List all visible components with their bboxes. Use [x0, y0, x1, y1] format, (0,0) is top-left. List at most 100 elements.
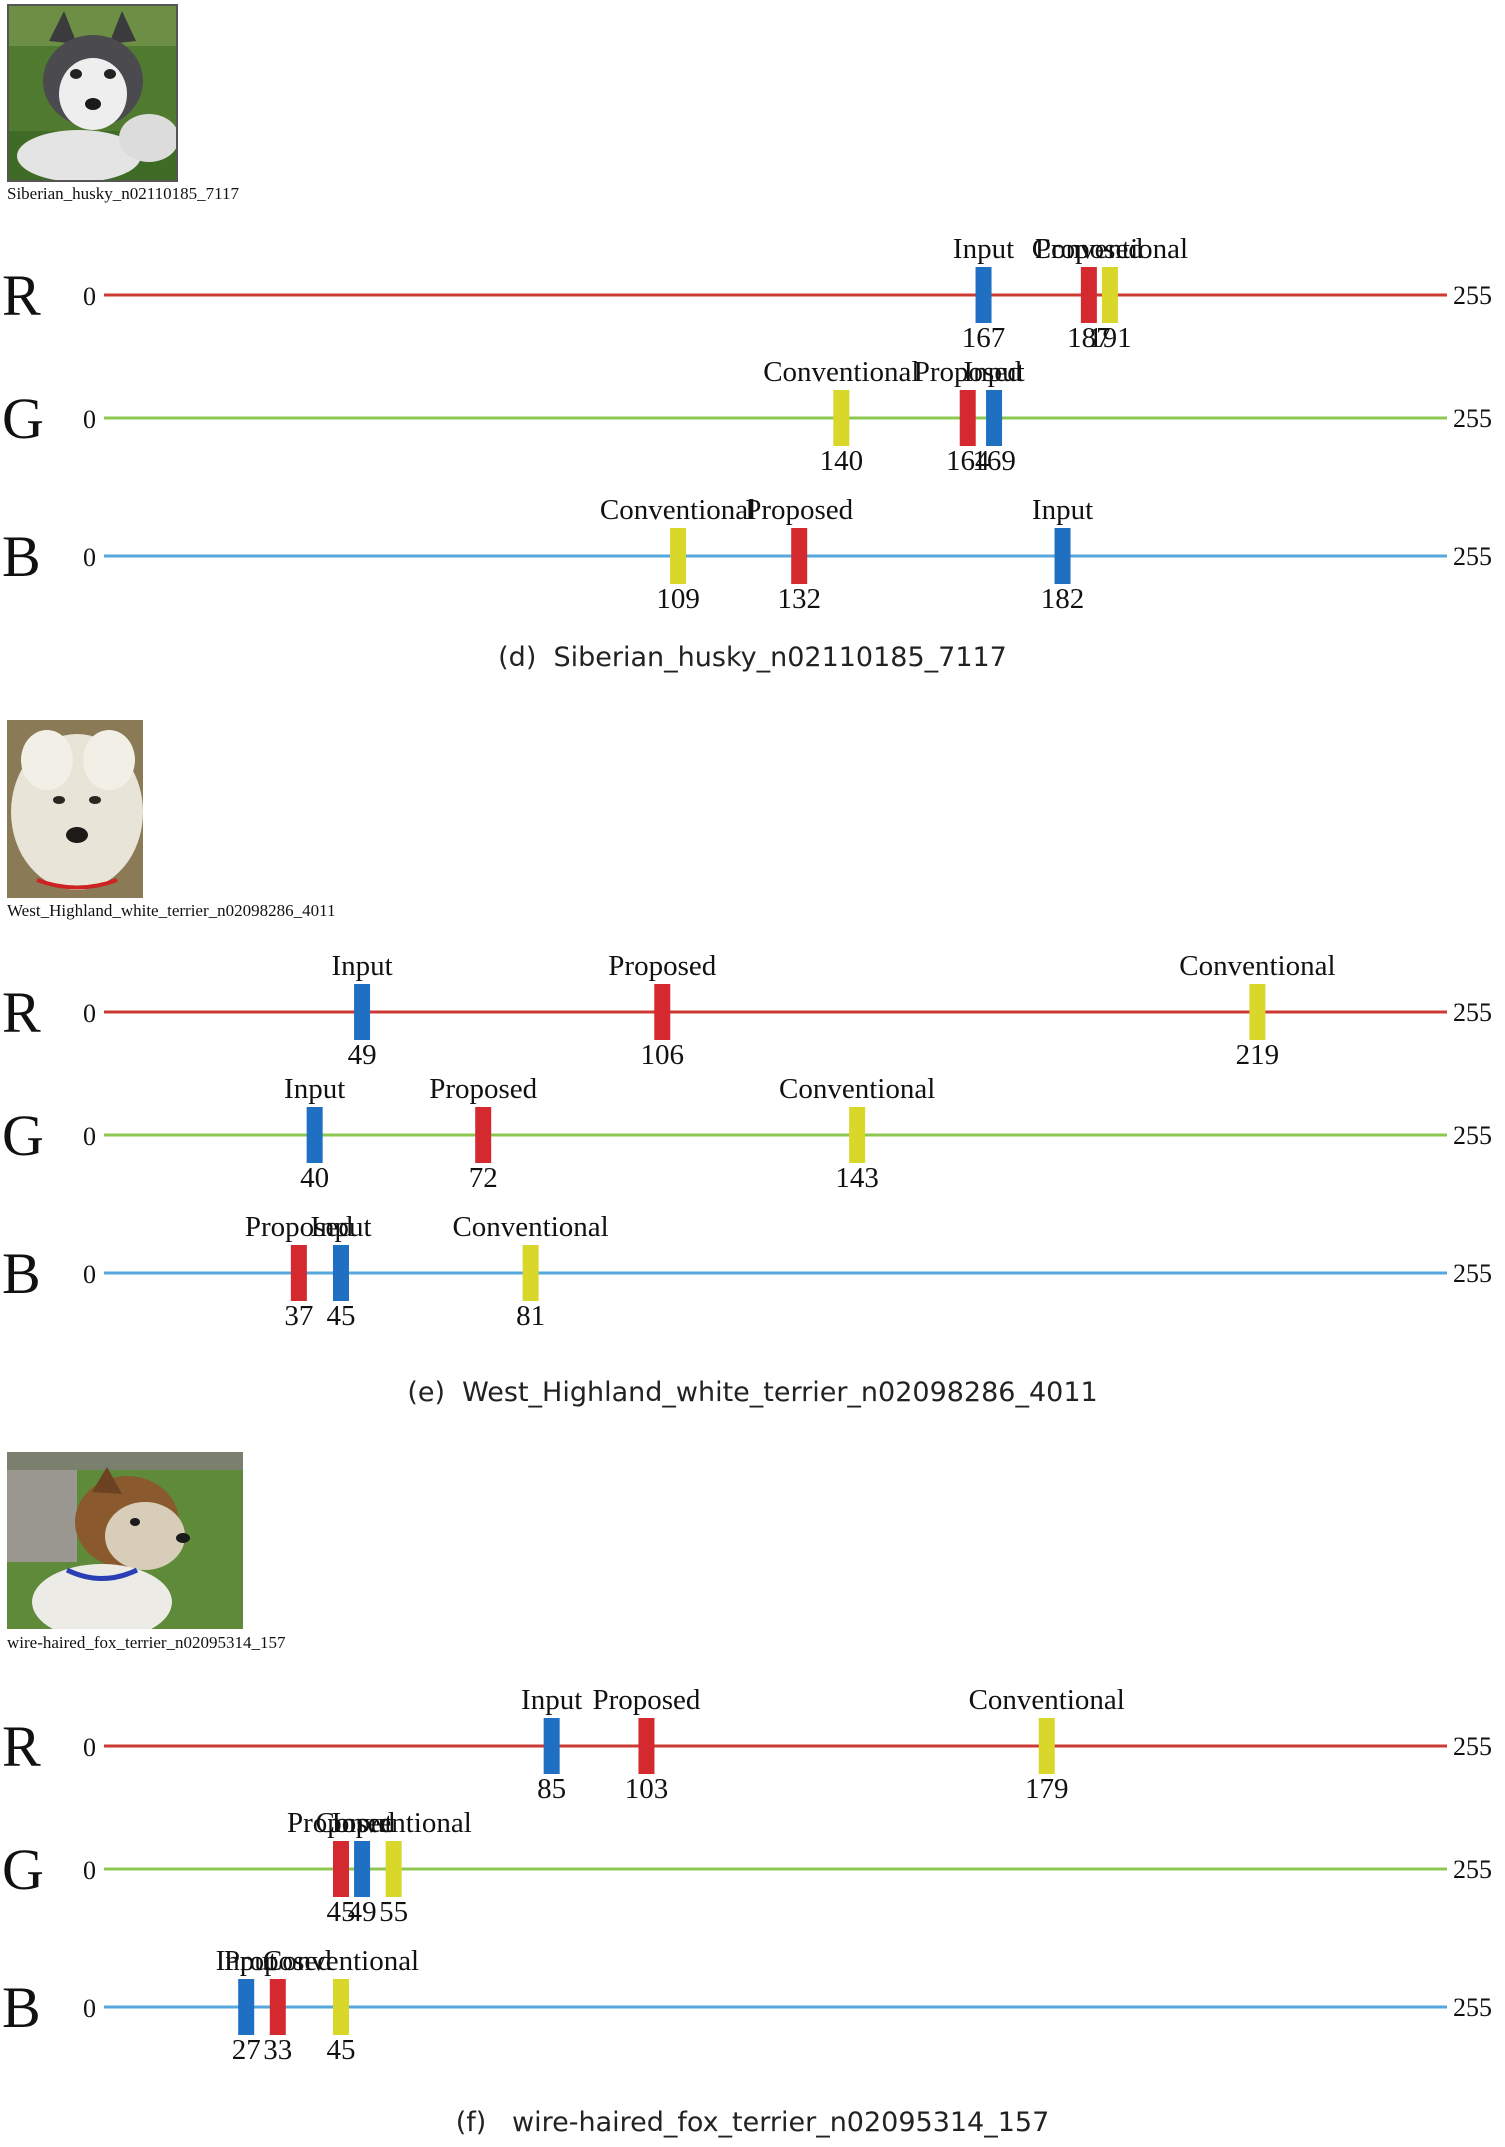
input-marker-label: Input [331, 1807, 392, 1839]
axis-max-label: 255 [1453, 1259, 1492, 1288]
proposed-value-label: 37 [284, 1300, 313, 1332]
proposed-value-label: 132 [777, 583, 821, 615]
input-marker-label: Input [331, 950, 392, 982]
panel-caption: (d) Siberian_husky_n02110185_7117 [498, 642, 1007, 673]
proposed-value-label: 45 [327, 1896, 356, 1928]
axis-min-label: 0 [83, 1122, 96, 1151]
input-value-label: 85 [537, 1773, 566, 1805]
conventional-marker [333, 1979, 349, 2035]
input-value-label: 167 [962, 322, 1006, 354]
input-marker-label: Input [1032, 494, 1093, 526]
channel-label-G: G [2, 1837, 44, 1902]
channel-label-B: B [2, 1975, 41, 2040]
axis-min-label: 0 [83, 1994, 96, 2023]
axis-min-label: 0 [83, 1260, 96, 1289]
conventional-value-label: 140 [820, 445, 864, 477]
proposed-value-label: 33 [263, 2034, 292, 2066]
conventional-marker-label: Conventional [263, 1945, 419, 1977]
proposed-value-label: 164 [946, 445, 990, 477]
conventional-marker [849, 1107, 866, 1163]
proposed-marker [1080, 267, 1097, 323]
channel-label-B: B [2, 1241, 41, 1306]
proposed-marker [475, 1107, 492, 1163]
channel-label-G: G [2, 386, 44, 451]
conventional-marker-label: Conventional [316, 1807, 472, 1839]
channel-label-B: B [2, 524, 41, 589]
conventional-marker [833, 390, 850, 446]
proposed-marker-label: Proposed [1035, 233, 1143, 265]
proposed-value-label: 106 [641, 1039, 685, 1071]
conventional-marker-label: Conventional [969, 1684, 1125, 1716]
conventional-marker-label: Conventional [1032, 233, 1188, 265]
input-marker [306, 1107, 323, 1163]
input-marker [238, 1979, 255, 2035]
axis-min-label: 0 [83, 543, 96, 572]
input-value-label: 182 [1041, 583, 1085, 615]
proposed-value-label: 72 [469, 1162, 498, 1194]
input-marker [354, 984, 371, 1040]
input-marker-label: Input [953, 233, 1014, 265]
input-marker-label: Input [963, 356, 1024, 388]
panel-caption: (e) West_Highland_white_terrier_n0209828… [407, 1377, 1098, 1408]
conventional-marker-label: Conventional [1179, 950, 1335, 982]
panel-e: West_Highland_white_terrier_n02098286_40… [0, 718, 1505, 1418]
input-value-label: 169 [972, 445, 1016, 477]
axis-min-label: 0 [83, 999, 96, 1028]
axis-max-label: 255 [1453, 1732, 1492, 1761]
proposed-value-label: 103 [625, 1773, 669, 1805]
proposed-marker-label: Proposed [608, 950, 716, 982]
input-marker [986, 390, 1003, 446]
proposed-marker [269, 1979, 286, 2035]
input-marker-label: Input [284, 1073, 345, 1105]
conventional-marker [670, 528, 687, 584]
thumbnail-siberian-husky [7, 4, 178, 182]
proposed-marker-label: Proposed [245, 1211, 353, 1243]
axis-min-label: 0 [83, 282, 96, 311]
conventional-value-label: 219 [1236, 1039, 1280, 1071]
conventional-value-label: 81 [516, 1300, 545, 1332]
input-marker-label: Input [521, 1684, 582, 1716]
thumbnail-wire-haired-fox-terrier [7, 1452, 243, 1629]
thumbnail-caption: Siberian_husky_n02110185_7117 [7, 184, 240, 203]
conventional-marker-label: Conventional [779, 1073, 935, 1105]
input-marker [543, 1718, 560, 1774]
input-value-label: 40 [300, 1162, 329, 1194]
proposed-marker-label: Proposed [592, 1684, 700, 1716]
conventional-marker [1249, 984, 1266, 1040]
axis-max-label: 255 [1453, 1121, 1492, 1150]
conventional-marker [1038, 1718, 1055, 1774]
axis-max-label: 255 [1453, 404, 1492, 433]
conventional-marker [1101, 267, 1118, 323]
proposed-marker [959, 390, 976, 446]
proposed-marker-label: Proposed [224, 1945, 332, 1977]
input-marker [333, 1245, 349, 1301]
axis-max-label: 255 [1453, 1855, 1492, 1884]
panel-caption: (f) wire-haired_fox_terrier_n02095314_15… [455, 2107, 1050, 2138]
axis-min-label: 0 [83, 1733, 96, 1762]
axis-max-label: 255 [1453, 542, 1492, 571]
conventional-marker-label: Conventional [600, 494, 756, 526]
proposed-value-label: 187 [1067, 322, 1111, 354]
conventional-value-label: 55 [379, 1896, 408, 1928]
input-value-label: 45 [327, 1300, 356, 1332]
axis-max-label: 255 [1453, 1993, 1492, 2022]
thumbnail-west-highland-terrier [7, 720, 143, 898]
conventional-value-label: 109 [656, 583, 700, 615]
input-marker-label: Input [216, 1945, 277, 1977]
input-marker [354, 1841, 371, 1897]
conventional-marker [385, 1841, 402, 1897]
conventional-value-label: 45 [327, 2034, 356, 2066]
axis-min-label: 0 [83, 405, 96, 434]
axis-max-label: 255 [1453, 998, 1492, 1027]
input-marker [1054, 528, 1071, 584]
channel-label-G: G [2, 1103, 44, 1168]
channel-label-R: R [2, 980, 41, 1045]
channel-label-R: R [2, 1714, 41, 1779]
proposed-marker [654, 984, 671, 1040]
proposed-marker [290, 1245, 307, 1301]
input-value-label: 49 [348, 1896, 377, 1928]
proposed-marker-label: Proposed [287, 1807, 395, 1839]
